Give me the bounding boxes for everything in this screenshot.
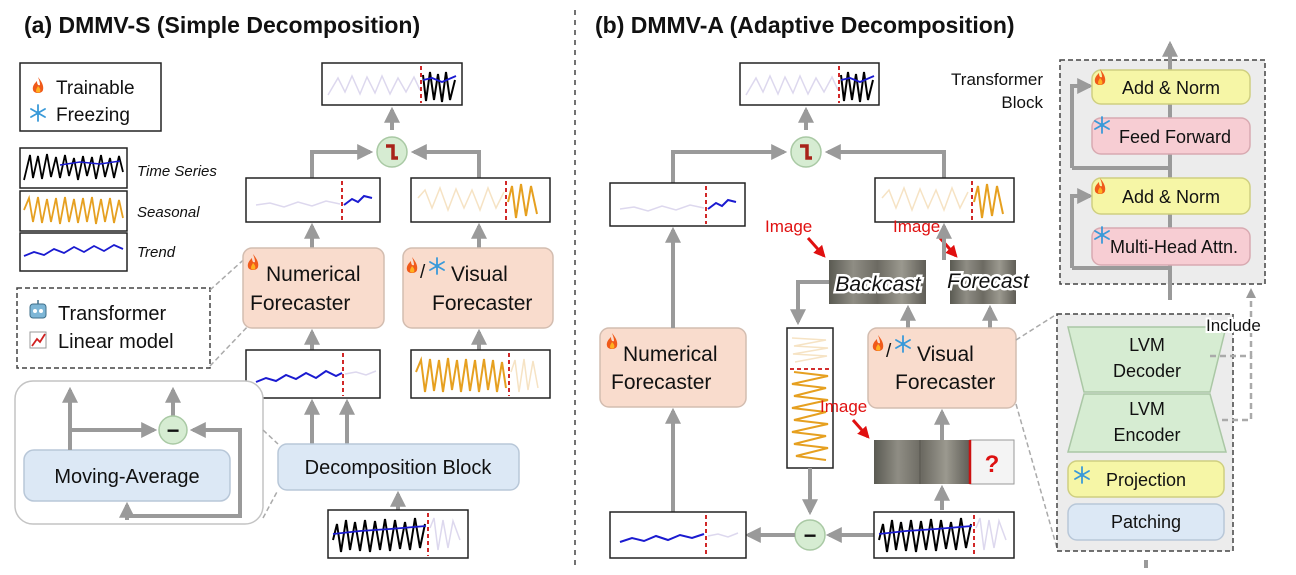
trend-swatch-line bbox=[23, 243, 124, 257]
panel-b-title: (b) DMMV-A (Adaptive Decomposition) bbox=[595, 12, 1015, 38]
backcast-label: Backcast bbox=[835, 273, 921, 296]
moving-average-block bbox=[23, 449, 231, 502]
masked-question-mark: ? bbox=[985, 451, 1000, 478]
visual-forecaster-a-slash: / bbox=[420, 262, 426, 283]
legend-freezing-label: Freezing bbox=[56, 105, 130, 126]
multi-head-attention-label: Multi-Head Attn. bbox=[1110, 237, 1238, 257]
legend-time-series-swatch bbox=[19, 147, 128, 189]
panel-a-title: (a) DMMV-S (Simple Decomposition) bbox=[24, 12, 420, 38]
lvm-encoder-line1: LVM bbox=[1129, 399, 1165, 419]
input-image-strip bbox=[874, 440, 970, 484]
lvm-decoder bbox=[1067, 326, 1227, 393]
image-label-backcast: Image bbox=[765, 217, 812, 236]
visual-forecaster-b-line1: Visual bbox=[917, 343, 974, 366]
time-series-swatch-line bbox=[23, 153, 124, 181]
forecast-label: Forecast bbox=[947, 270, 1030, 293]
lvm-encoder-line2: Encoder bbox=[1113, 425, 1180, 445]
visual-forecaster-a-line1: Visual bbox=[451, 263, 508, 286]
image-label-input: Image bbox=[820, 397, 867, 416]
numerical-forecaster-a-line2: Forecaster bbox=[250, 292, 350, 315]
subtract-node-a-label: − bbox=[167, 418, 180, 443]
combine-node bbox=[375, 135, 409, 169]
patching-block bbox=[1067, 503, 1225, 541]
legend-trainable-label: Trainable bbox=[56, 78, 135, 99]
add-norm-top bbox=[1091, 69, 1251, 105]
numerical-output-plot bbox=[245, 177, 381, 223]
lvm-decoder-line2: Decoder bbox=[1113, 361, 1181, 381]
visual-forecaster-b-slash: / bbox=[886, 341, 892, 362]
add-norm-bottom-label: Add & Norm bbox=[1122, 187, 1220, 207]
projection-label: Projection bbox=[1106, 470, 1186, 490]
line-chart-icon bbox=[29, 331, 47, 349]
model-type-legend bbox=[16, 287, 211, 369]
image-label-forecast: Image bbox=[893, 217, 940, 236]
backcast-image bbox=[829, 260, 926, 304]
seasonal-swatch-line bbox=[23, 194, 124, 225]
feed-forward-label: Feed Forward bbox=[1119, 127, 1231, 147]
visual-forecaster-a bbox=[402, 247, 554, 329]
combine-node-b bbox=[789, 135, 823, 169]
forecast-image bbox=[950, 260, 1016, 304]
patching-label: Patching bbox=[1111, 512, 1181, 532]
multi-head-attention bbox=[1091, 227, 1251, 266]
lvm-encoder bbox=[1067, 393, 1227, 453]
numerical-forecaster-a bbox=[242, 247, 385, 329]
decomposition-block bbox=[277, 443, 520, 491]
decomposition-block-label: Decomposition Block bbox=[305, 457, 493, 479]
legend-time-series-label: Time Series bbox=[137, 163, 217, 180]
moving-average-label: Moving-Average bbox=[54, 466, 199, 488]
forecast-output-plot-b bbox=[874, 177, 1015, 223]
include-label: Include bbox=[1206, 316, 1261, 335]
numerical-forecaster-b-line2: Forecaster bbox=[611, 371, 711, 394]
legend-trend-label: Trend bbox=[137, 244, 176, 261]
trend-input-plot bbox=[245, 349, 381, 399]
numerical-forecaster-b bbox=[599, 327, 747, 408]
robot-icon bbox=[29, 300, 47, 319]
numerical-forecaster-b-line1: Numerical bbox=[623, 343, 718, 366]
legend-seasonal-swatch bbox=[19, 190, 128, 232]
visual-forecaster-b-line2: Forecaster bbox=[895, 371, 995, 394]
legend-linear-label: Linear model bbox=[58, 331, 174, 353]
projection-block bbox=[1067, 460, 1225, 498]
feed-forward bbox=[1091, 117, 1251, 155]
train-freeze-legend bbox=[19, 62, 162, 132]
numerical-forecaster-a-line1: Numerical bbox=[266, 263, 361, 286]
add-norm-top-label: Add & Norm bbox=[1122, 78, 1220, 98]
legend-trend-swatch bbox=[19, 232, 128, 272]
lvm-decoder-line1: LVM bbox=[1129, 335, 1165, 355]
add-norm-bottom bbox=[1091, 177, 1251, 215]
subtract-node-b-label: − bbox=[804, 523, 817, 548]
legend-seasonal-label: Seasonal bbox=[137, 204, 200, 221]
transformer-block-label-2: Block bbox=[1001, 93, 1043, 112]
panel-b-output-plot bbox=[739, 62, 880, 106]
subtract-node-a bbox=[158, 415, 188, 445]
visual-forecaster-b bbox=[867, 327, 1017, 409]
visual-forecaster-a-line2: Forecaster bbox=[432, 292, 532, 315]
masked-region bbox=[969, 439, 1015, 485]
transformer-block-label-1: Transformer bbox=[951, 70, 1043, 89]
legend-transformer-label: Transformer bbox=[58, 303, 167, 325]
